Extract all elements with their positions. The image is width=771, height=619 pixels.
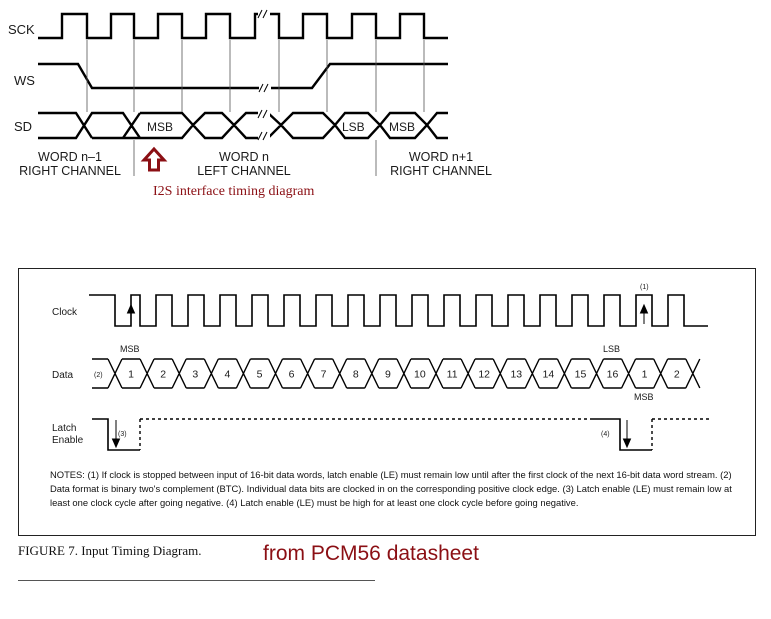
data-bit-label: 1 <box>642 369 648 381</box>
data-bit-label: 4 <box>224 369 230 381</box>
pcm56-data-bus <box>92 358 701 389</box>
pcm56-msb-label: MSB <box>120 344 140 354</box>
data-bit-label: 11 <box>447 369 458 381</box>
pcm56-lsb-label: LSB <box>603 344 620 354</box>
clock-edge-arrow-icon <box>126 303 136 314</box>
pcm56-notes: NOTES: (1) If clock is stopped between i… <box>50 469 732 508</box>
data-bit-label: 15 <box>575 369 587 381</box>
data-bit-label: 1 <box>128 369 134 381</box>
i2s-msb-cell: MSB <box>147 120 173 134</box>
word-prev-channel: RIGHT CHANNEL <box>19 164 121 178</box>
i2s-sd-bus <box>38 111 448 140</box>
data-bit-label: 16 <box>607 369 619 381</box>
i2s-lsb-cell: LSB <box>342 120 365 134</box>
data-bit-label: 13 <box>510 369 522 381</box>
pcm56-clock-label: Clock <box>52 307 78 318</box>
up-arrow-icon <box>140 146 168 172</box>
i2s-sck-waveform <box>38 12 448 40</box>
caption-rule <box>18 580 375 581</box>
note-marker-3: (3) <box>118 431 127 438</box>
data-bit-label: 8 <box>353 369 359 381</box>
data-bit-label: 12 <box>478 369 490 381</box>
i2s-sck-label: SCK <box>8 22 35 37</box>
data-bit-label: 7 <box>321 369 327 381</box>
figure-caption: FIGURE 7. Input Timing Diagram. <box>18 543 202 558</box>
data-bit-label: 5 <box>257 369 263 381</box>
pcm56-latch-label: Latch <box>52 423 76 434</box>
data-bit-label: 10 <box>414 369 426 381</box>
word-prev-title: WORD n–1 <box>38 150 102 164</box>
data-bit-label: 6 <box>289 369 295 381</box>
word-cur-title: WORD n <box>219 150 269 164</box>
source-note: from PCM56 datasheet <box>263 542 479 565</box>
word-cur-channel: LEFT CHANNEL <box>197 164 291 178</box>
pcm56-msb-bottom-label: MSB <box>634 392 654 402</box>
break-mark-icon <box>258 83 269 93</box>
note-marker-2: (2) <box>94 372 103 379</box>
note-marker-1: (1) <box>640 284 649 291</box>
data-bit-label: 14 <box>543 369 555 381</box>
latch-arrow-icon <box>111 438 121 449</box>
latch-enable-waveform-2 <box>590 418 652 451</box>
clock-edge-arrow-icon <box>639 303 649 314</box>
data-bit-label: 2 <box>674 369 680 381</box>
word-next-channel: RIGHT CHANNEL <box>390 164 492 178</box>
i2s-msb-cell-next: MSB <box>389 120 415 134</box>
pcm56-enable-label: Enable <box>52 435 84 446</box>
data-bus-outline <box>92 358 701 389</box>
break-mark-icon <box>257 109 268 141</box>
i2s-ws-label: WS <box>14 73 35 88</box>
break-mark-icon <box>257 9 268 19</box>
i2s-caption: I2S interface timing diagram <box>153 184 315 199</box>
data-bit-label: 3 <box>192 369 198 381</box>
pcm56-figure-frame <box>18 268 756 536</box>
pcm56-clock-waveform <box>89 294 708 327</box>
word-next-title: WORD n+1 <box>409 150 473 164</box>
i2s-ws-waveform <box>38 62 448 90</box>
note-marker-4: (4) <box>601 431 610 438</box>
data-bit-label: 2 <box>160 369 166 381</box>
pcm56-data-label: Data <box>52 370 74 381</box>
latch-arrow-icon <box>622 438 632 449</box>
data-bit-label: 9 <box>385 369 391 381</box>
latch-enable-waveform <box>92 418 140 451</box>
i2s-sd-label: SD <box>14 119 32 134</box>
